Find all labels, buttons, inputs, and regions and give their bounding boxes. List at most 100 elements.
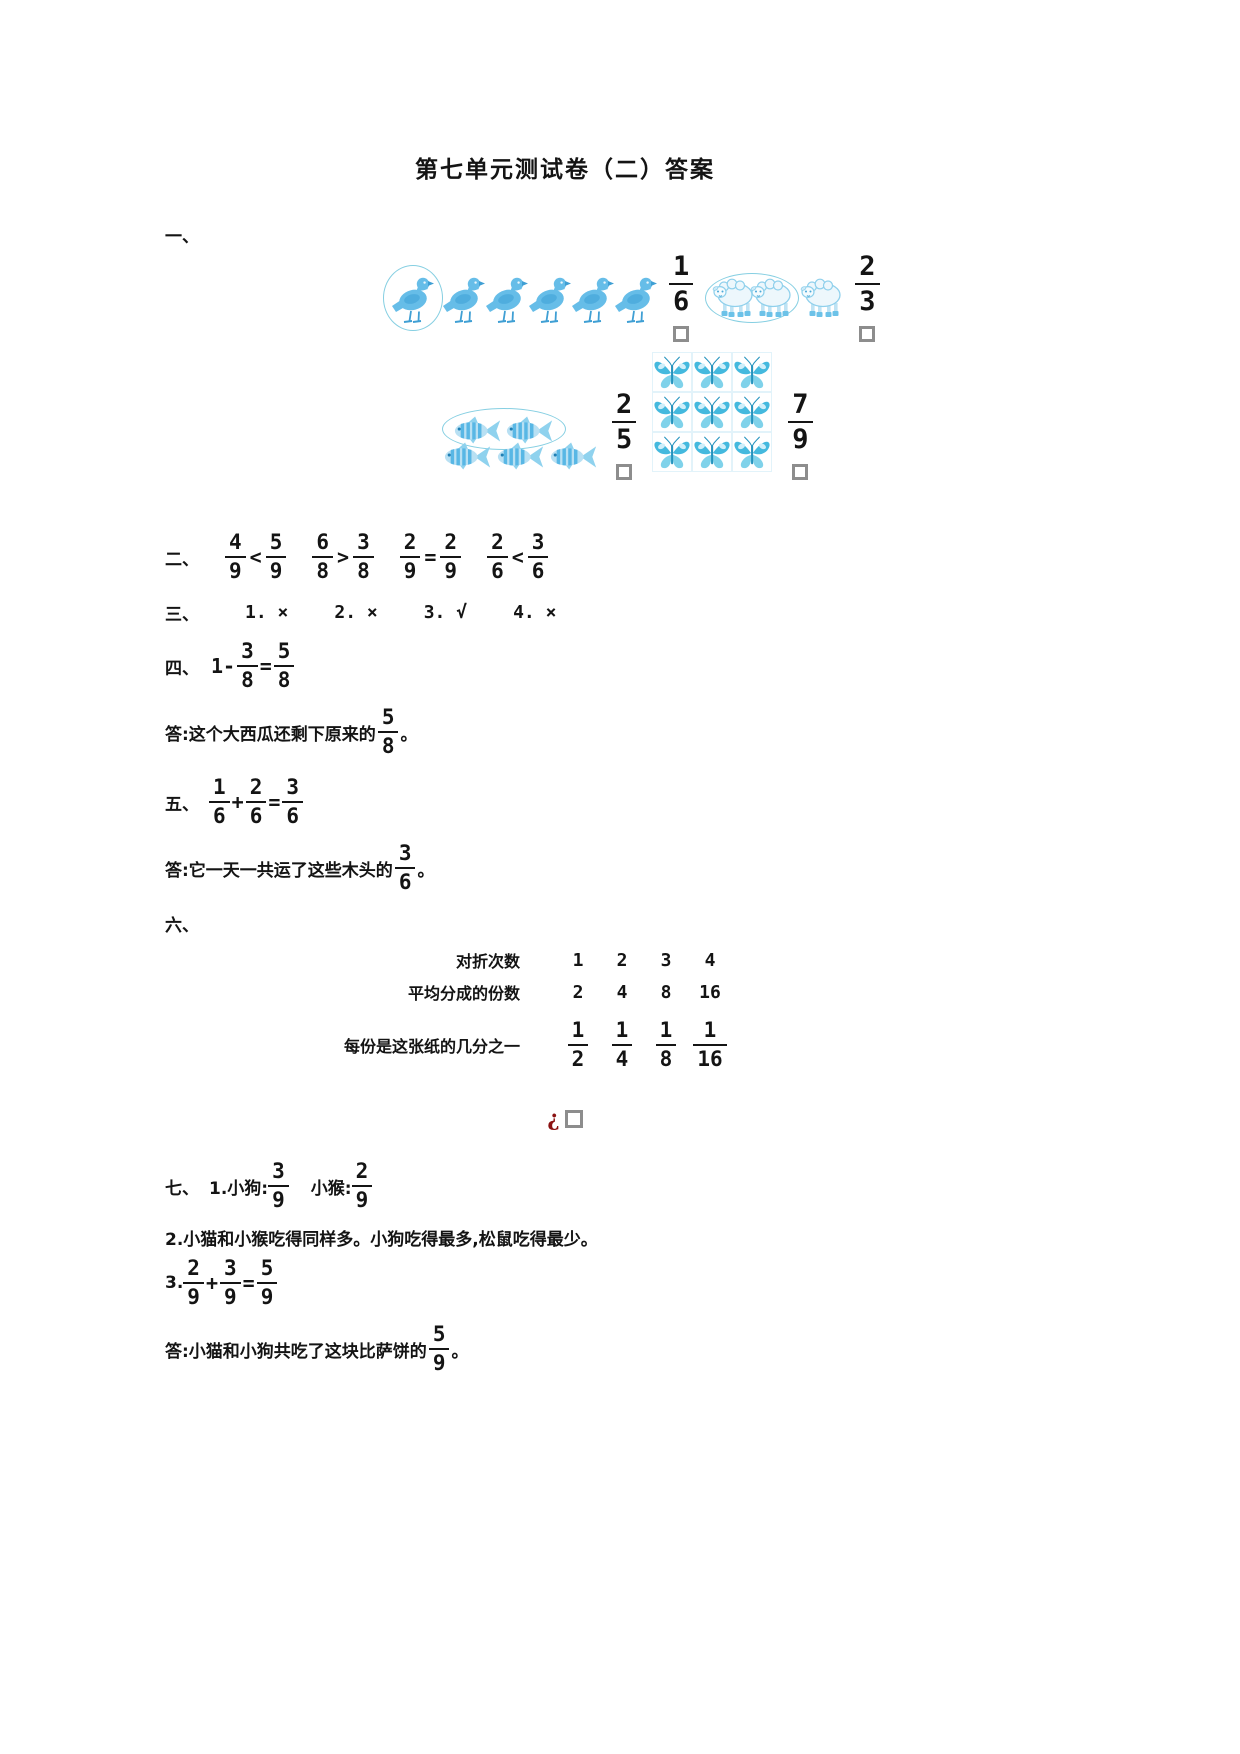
answer-text: 答:它一天一共运了这些木头的 [165,860,393,881]
butterfly-icon [732,352,773,392]
comparison-operator: > [337,545,350,569]
table-row: 平均分成的份数 2 4 8 16 [250,976,732,1008]
denominator: 4 [611,1044,633,1070]
answer-period: 。 [417,860,435,881]
q6-glyph-line: ¿ [165,1106,965,1131]
q7-dog-label: 1.小狗: [209,1178,269,1199]
section-7-marker: 七、 [165,1178,199,1199]
sheep-icon [799,277,843,319]
butterfly-icon [732,432,773,472]
butterfly-icon [692,432,733,472]
denominator: 8 [273,665,295,691]
cell-value: 8 [660,981,672,1003]
cell-value: 3 [660,949,672,971]
answer-box [859,326,876,342]
bird-group [443,270,657,326]
equals-sign: = [268,790,281,814]
cell-value: 4 [704,949,716,971]
circled-bird-group [383,264,443,331]
bird-icon [443,270,485,326]
fish-rest-group [442,440,600,470]
numerator: 1 [659,1018,673,1042]
denominator: 9 [399,556,421,582]
numerator: 6 [316,530,330,554]
butterfly-icon [652,432,693,472]
numerator: 3 [357,530,370,554]
denominator: 6 [245,801,267,827]
page-title: 第七单元测试卷（二）答案 [415,157,715,183]
section-6-marker: 六、 [165,916,199,936]
numerator: 2 [491,530,504,554]
numerator: 3 [286,775,300,799]
denominator: 16 [693,1044,727,1070]
numerator: 1 [673,251,690,282]
item-number: 3. [165,1273,184,1293]
numerator: 3 [398,841,412,865]
numerator: 2 [444,530,458,554]
plus-sign: + [231,790,244,814]
bird-icon [529,270,571,326]
denominator: 6 [282,801,304,827]
denominator: 6 [487,556,508,582]
numerator: 4 [229,530,242,554]
answer-period: 。 [400,724,418,745]
numerator: 5 [260,1256,274,1280]
denominator: 8 [312,556,334,582]
sheep-icon [749,277,793,319]
row-label: 对折次数 [455,952,520,971]
denominator: 6 [527,556,549,582]
circled-fish-group [442,408,566,450]
answer-box [673,326,690,342]
cell-value: 2 [616,949,628,971]
denominator: 9 [256,1282,278,1308]
cell-value: 2 [572,981,584,1003]
numerator: 7 [792,389,809,420]
denominator: 9 [225,556,246,582]
numerator: 1 [213,775,226,799]
butterfly-icon [652,352,693,392]
judgment-item: 4. × [513,602,557,623]
section-1-marker: 一、 [165,227,199,247]
numerator: 2 [187,1256,200,1280]
comparison-operator: < [511,545,524,569]
numerator: 3 [531,530,545,554]
sheep-group [705,272,843,323]
answer-text: 答:小猫和小狗共吃了这块比萨饼的 [165,1341,427,1362]
fish-icon [495,440,547,470]
denominator: 9 [440,556,462,582]
cell-value: 1 [572,949,584,971]
circled-sheep-group [705,272,800,323]
fish-icon [442,440,494,470]
denominator: 9 [788,421,813,453]
section-3-marker: 三、 [165,605,199,625]
answer-box [616,464,633,480]
table-row: 对折次数 1 2 3 4 [250,944,732,976]
numerator: 5 [432,1322,446,1346]
judgment-item: 1. × [245,602,289,623]
numerator: 5 [277,639,291,663]
answer-text: 答:这个大西瓜还剩下原来的 [165,724,376,745]
cell-value: 16 [699,981,721,1003]
comparison-operator: = [424,545,437,569]
answer-box [564,1109,583,1128]
